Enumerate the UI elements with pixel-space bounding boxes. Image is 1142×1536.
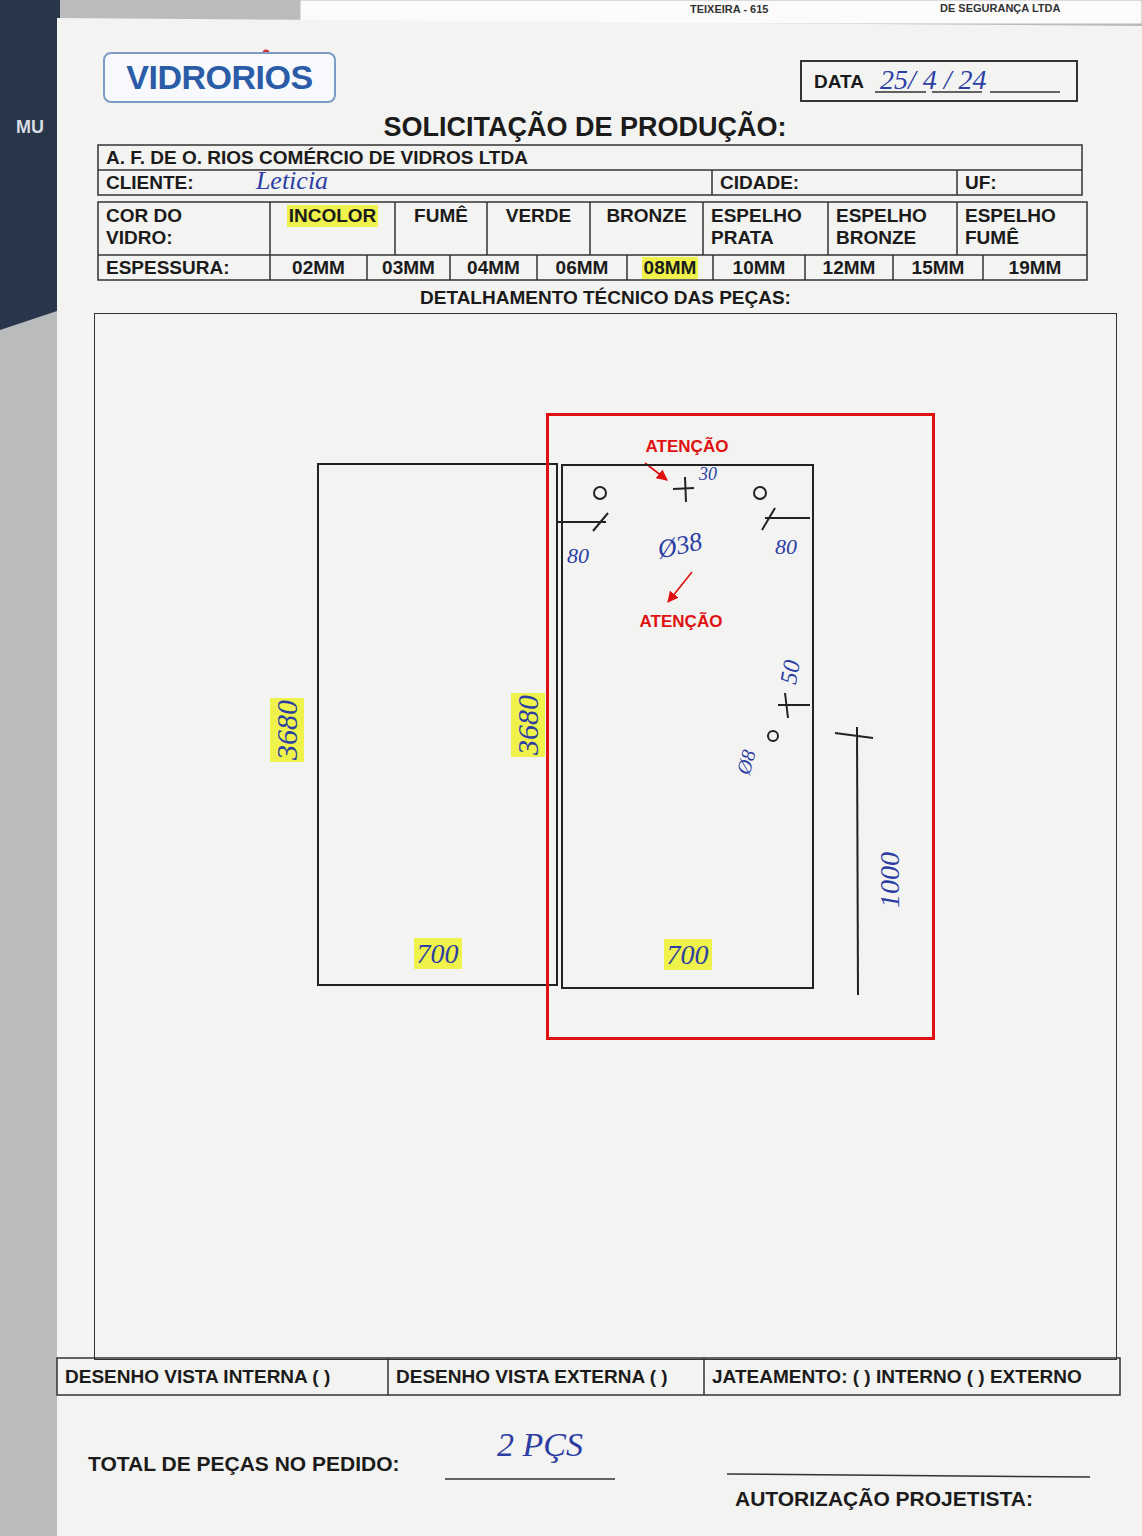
handwritten-note: 50 <box>774 649 807 695</box>
width-dimension: 700 <box>319 938 556 970</box>
form-field: TOTAL DE PEÇAS NO PEDIDO: <box>88 1448 448 1480</box>
field-text: INCOLOR <box>287 205 379 227</box>
form-field: JATEAMENTO: ( ) INTERNO ( ) EXTERNO <box>704 1358 1120 1395</box>
form-box: DATA 25/ 4 / 24 <box>800 60 1078 102</box>
dimension-value: Ø38 <box>655 527 705 566</box>
form-field: CLIENTE: <box>98 170 210 195</box>
dimension-value: 3680 <box>511 693 545 757</box>
field-text: VERDE <box>506 205 571 227</box>
form-field: 03MM <box>367 255 450 280</box>
form-field: A. F. DE O. RIOS COMÉRCIO DE VIDROS LTDA <box>98 145 1082 170</box>
field-text: ESPELHO BRONZE <box>836 205 949 249</box>
field-text: AUTORIZAÇÃO PROJETISTA: <box>735 1487 1033 1511</box>
form-field: BRONZE <box>590 202 703 255</box>
field-text: 02MM <box>292 257 345 279</box>
form-field: DESENHO VISTA EXTERNA ( ) <box>388 1358 704 1395</box>
form-field: CIDADE: <box>712 170 957 195</box>
form-field: ESPELHO FUMÊ <box>957 202 1087 255</box>
field-text: 04MM <box>467 257 520 279</box>
form-field: DE SEGURANÇA LTDA <box>940 1 1130 15</box>
form-box: ATENÇÃO ATENÇÃO 700 <box>546 413 935 1040</box>
handwritten-note: 80 <box>768 535 804 559</box>
dimension-value: 80 <box>775 534 797 560</box>
field-text: ESPELHO PRATA <box>711 205 820 249</box>
form-field: UF: <box>957 170 1082 195</box>
date-value: 25/ 4 / 24 <box>880 64 987 96</box>
field-text: 06MM <box>556 257 609 279</box>
form-field: 08MM <box>627 255 713 280</box>
handwritten-note: Ø8 <box>729 739 763 786</box>
field-text: COR DO VIDRO: <box>106 205 216 249</box>
attention-note: ATENÇÃO <box>631 612 731 632</box>
form-field: 12MM <box>805 255 893 280</box>
handwritten-note: 2 PÇS <box>465 1415 615 1475</box>
dimension-value: 2 PÇS <box>497 1426 583 1464</box>
form-field: ESPESSURA: <box>98 255 270 280</box>
form-field: DESENHO VISTA INTERNA ( ) <box>57 1358 388 1395</box>
form-field: MU <box>16 115 60 139</box>
field-text: DESENHO VISTA EXTERNA ( ) <box>396 1366 668 1388</box>
form-field: 15MM <box>893 255 983 280</box>
width-dimension: 700 <box>563 939 812 971</box>
form-field: COR DO VIDRO: <box>98 202 270 255</box>
field-text: DE SEGURANÇA LTDA <box>940 2 1060 14</box>
field-text: 19MM <box>1009 257 1062 279</box>
dimension-value: 3680 <box>270 698 304 762</box>
form-field: FUMÊ <box>395 202 487 255</box>
form-field: INCOLOR <box>270 202 395 255</box>
handwritten-note: 3680 <box>511 682 545 768</box>
form-field: TEIXEIRA - 615 <box>690 2 830 16</box>
field-text: FUMÊ <box>414 205 468 227</box>
form-field: VERDE <box>487 202 590 255</box>
form-field: ESPELHO PRATA <box>703 202 828 255</box>
form-box: DETALHAMENTO TÉCNICO DAS PEÇAS:700ATENÇÃ… <box>94 313 1117 1360</box>
dimension-value: Ø8 <box>732 747 761 777</box>
form-field: 02MM <box>270 255 367 280</box>
field-text: TOTAL DE PEÇAS NO PEDIDO: <box>88 1452 400 1476</box>
field-text: CIDADE: <box>720 172 799 194</box>
form-box: VIDRORIOS <box>103 52 336 103</box>
handwritten-note: 80 <box>560 544 596 568</box>
company-logo: VIDRORIOS <box>105 54 334 101</box>
field-text: 03MM <box>382 257 435 279</box>
form-field: 06MM <box>537 255 627 280</box>
field-text: TEIXEIRA - 615 <box>690 3 768 15</box>
dimension-value: 1000 <box>874 852 906 908</box>
field-text: DESENHO VISTA INTERNA ( ) <box>65 1366 330 1388</box>
width-dimension: 700 <box>664 939 712 970</box>
field-text: A. F. DE O. RIOS COMÉRCIO DE VIDROS LTDA <box>106 147 528 169</box>
dimension-value: 30 <box>699 464 717 485</box>
dimension-value: Leticia <box>256 166 328 196</box>
handwritten-note: 30 <box>693 464 723 484</box>
field-text: MU <box>16 117 44 138</box>
field-text: ESPESSURA: <box>106 257 230 279</box>
dimension-value: 50 <box>775 658 806 686</box>
handwritten-note: Ø38 <box>645 524 716 567</box>
date-label: DATA <box>814 71 864 93</box>
field-text: UF: <box>965 172 997 194</box>
dimension-value: 80 <box>567 543 589 569</box>
form-field: AUTORIZAÇÃO PROJETISTA: <box>735 1484 1105 1514</box>
field-text: 08MM <box>642 257 699 279</box>
width-dimension: 700 <box>414 938 462 969</box>
form-field: 19MM <box>983 255 1087 280</box>
field-text: 10MM <box>733 257 786 279</box>
form-field: 10MM <box>713 255 805 280</box>
form-title: SOLICITAÇÃO DE PRODUÇÃO: <box>300 112 870 143</box>
field-text: 15MM <box>912 257 965 279</box>
field-text: 12MM <box>823 257 876 279</box>
section-heading: DETALHAMENTO TÉCNICO DAS PEÇAS: <box>95 287 1116 309</box>
field-text: CLIENTE: <box>106 172 194 194</box>
field-text: BRONZE <box>606 205 686 227</box>
field-text: JATEAMENTO: ( ) INTERNO ( ) EXTERNO <box>712 1366 1082 1388</box>
handwritten-note: Leticia <box>212 166 372 196</box>
form-field: ESPELHO BRONZE <box>828 202 957 255</box>
form-field: 04MM <box>450 255 537 280</box>
attention-note: ATENÇÃO <box>637 437 737 457</box>
handwritten-note: 3680 <box>270 687 304 773</box>
handwritten-note: 1000 <box>874 841 906 919</box>
field-text: ESPELHO FUMÊ <box>965 205 1079 249</box>
